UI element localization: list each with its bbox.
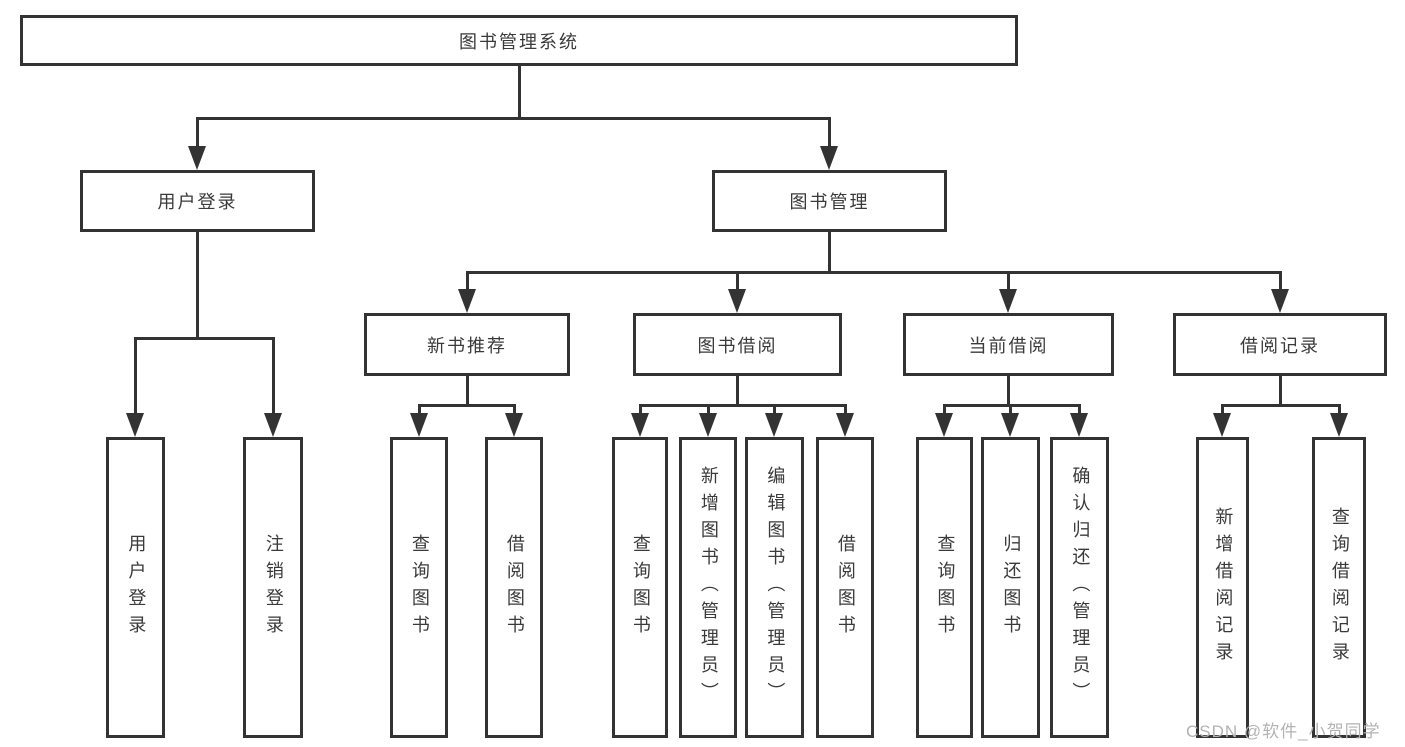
leaf-logout: 注销登录	[243, 437, 303, 738]
node-book-borrowing: 图书借阅	[633, 313, 842, 376]
connector-line	[1221, 404, 1224, 415]
connector-line	[1007, 376, 1010, 406]
connector-line	[1007, 271, 1010, 291]
connector-line	[196, 117, 199, 150]
csdn-watermark: CSDN @软件_小贺同学	[1186, 722, 1381, 741]
arrow-down-icon	[836, 413, 854, 437]
arrow-down-icon	[765, 413, 783, 437]
leaf-query-books-recommend: 查询图书	[390, 437, 448, 738]
arrow-down-icon	[126, 413, 144, 437]
leaf-return-books: 归还图书	[981, 437, 1040, 738]
connector-line	[196, 117, 831, 120]
connector-line	[518, 65, 521, 118]
arrow-down-icon	[264, 413, 282, 437]
node-user-login: 用户登录	[80, 170, 315, 232]
connector-line	[196, 232, 199, 339]
connector-line	[844, 404, 847, 415]
arrow-down-icon	[699, 413, 717, 437]
leaf-borrow-books-recommend: 借阅图书	[485, 437, 543, 738]
leaf-add-borrow-record: 新增借阅记录	[1196, 437, 1249, 738]
arrow-down-icon	[1271, 289, 1289, 313]
arrow-down-icon	[935, 413, 953, 437]
connector-line	[1078, 404, 1081, 415]
arrow-down-icon	[999, 289, 1017, 313]
arrow-down-icon	[410, 413, 428, 437]
leaf-label: 归还图书	[1001, 533, 1022, 642]
node-library-system: 图书管理系统	[20, 15, 1018, 66]
leaf-query-borrow-record: 查询借阅记录	[1312, 437, 1366, 738]
connector-line	[466, 271, 1282, 274]
leaf-label: 查询图书	[935, 533, 956, 642]
leaf-confirm-return-admin: 确认归还（管理员）	[1050, 437, 1109, 738]
arrow-down-icon	[1330, 413, 1348, 437]
arrow-down-icon	[631, 413, 649, 437]
node-current-borrowing: 当前借阅	[903, 313, 1114, 376]
arrow-down-icon	[505, 413, 523, 437]
arrow-down-icon	[458, 289, 476, 313]
leaf-edit-books-admin: 编辑图书（管理员）	[745, 437, 804, 738]
leaf-label: 查询图书	[630, 533, 651, 642]
connector-line	[736, 271, 739, 291]
connector-line	[466, 271, 469, 291]
connector-line	[773, 404, 776, 415]
arrow-down-icon	[728, 289, 746, 313]
leaf-borrow-books-borrowing: 借阅图书	[816, 437, 874, 738]
connector-line	[466, 376, 469, 406]
connector-line	[943, 404, 946, 415]
leaf-label: 查询图书	[409, 533, 430, 642]
connector-line	[513, 404, 516, 415]
connector-line	[1279, 376, 1282, 406]
connector-line	[828, 232, 831, 273]
leaf-label: 注销登录	[263, 533, 284, 642]
leaf-query-books-borrowing: 查询图书	[612, 437, 668, 738]
leaf-label: 新增图书（管理员）	[698, 466, 719, 709]
node-new-book-recommendation: 新书推荐	[364, 313, 570, 376]
leaf-query-books-current: 查询图书	[916, 437, 973, 738]
connector-line	[418, 404, 421, 415]
leaf-label: 确认归还（管理员）	[1070, 466, 1091, 709]
connector-line	[639, 404, 642, 415]
arrow-down-icon	[188, 146, 206, 170]
arrow-down-icon	[1070, 413, 1088, 437]
connector-line	[1009, 404, 1012, 415]
leaf-label: 借阅图书	[835, 533, 856, 642]
node-book-management: 图书管理	[712, 170, 947, 232]
connector-line	[736, 376, 739, 406]
leaf-label: 查询借阅记录	[1329, 506, 1350, 669]
connector-line	[1338, 404, 1341, 415]
leaf-label: 借阅图书	[504, 533, 525, 642]
leaf-label: 新增借阅记录	[1213, 506, 1234, 669]
connector-line	[134, 337, 275, 340]
connector-line	[134, 337, 137, 415]
connector-line	[1221, 404, 1341, 407]
arrow-down-icon	[820, 146, 838, 170]
leaf-add-books-admin: 新增图书（管理员）	[679, 437, 737, 738]
connector-line	[272, 337, 275, 415]
arrow-down-icon	[1001, 413, 1019, 437]
leaf-user-login: 用户登录	[106, 437, 165, 738]
connector-line	[639, 404, 847, 407]
connector-line	[418, 404, 516, 407]
connector-line	[943, 404, 1081, 407]
node-borrowing-records: 借阅记录	[1173, 313, 1387, 376]
connector-line	[1279, 271, 1282, 291]
arrow-down-icon	[1213, 413, 1231, 437]
leaf-label: 编辑图书（管理员）	[765, 466, 786, 709]
connector-line	[828, 117, 831, 150]
connector-line	[707, 404, 710, 415]
leaf-label: 用户登录	[126, 533, 147, 642]
